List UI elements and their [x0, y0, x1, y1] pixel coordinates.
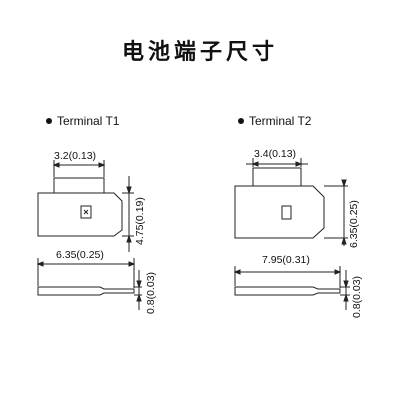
- bullet-icon: [238, 118, 244, 124]
- t2-top-width-dimension: 3.4(0.13): [254, 148, 297, 160]
- terminal-t2-label-text: Terminal T2: [249, 114, 312, 128]
- t2-thickness-dimension: 0.8(0.03): [351, 275, 363, 318]
- t1-thickness-dimension-lines: [134, 270, 142, 310]
- t1-top-width-dimension-lines: [54, 160, 104, 177]
- terminal-t1-label-text: Terminal T1: [57, 114, 120, 128]
- t1-side-view-outline: [38, 287, 134, 295]
- t2-length-dimension-lines: [235, 266, 340, 288]
- t2-height-dimension-lines: [324, 180, 348, 246]
- t1-length-dimension-lines: [38, 258, 134, 288]
- t1-thickness-dimension: 0.8(0.03): [145, 271, 157, 314]
- t2-top-width-dimension-lines: [246, 158, 308, 167]
- t2-side-view-outline: [235, 287, 340, 295]
- t1-height-dimension: 4.75(0.19): [134, 197, 146, 245]
- t2-center-hole: [282, 206, 291, 219]
- t1-top-width-dimension: 3.2(0.13): [54, 150, 97, 162]
- t2-top-view-outline: [235, 168, 324, 238]
- t1-height-dimension-lines: [122, 176, 134, 252]
- page-title: 电池端子尺寸: [121, 40, 278, 65]
- terminal-t2-label: Terminal T2: [238, 114, 311, 128]
- bullet-icon: [46, 118, 52, 124]
- terminal-t1-label: Terminal T1: [46, 114, 119, 128]
- t2-height-dimension: 6.35(0.25): [348, 200, 360, 248]
- t2-thickness-dimension-lines: [340, 270, 350, 310]
- t1-top-view-outline: [38, 178, 122, 236]
- t1-length-dimension: 6.35(0.25): [56, 249, 104, 261]
- t2-length-dimension: 7.95(0.31): [262, 254, 310, 266]
